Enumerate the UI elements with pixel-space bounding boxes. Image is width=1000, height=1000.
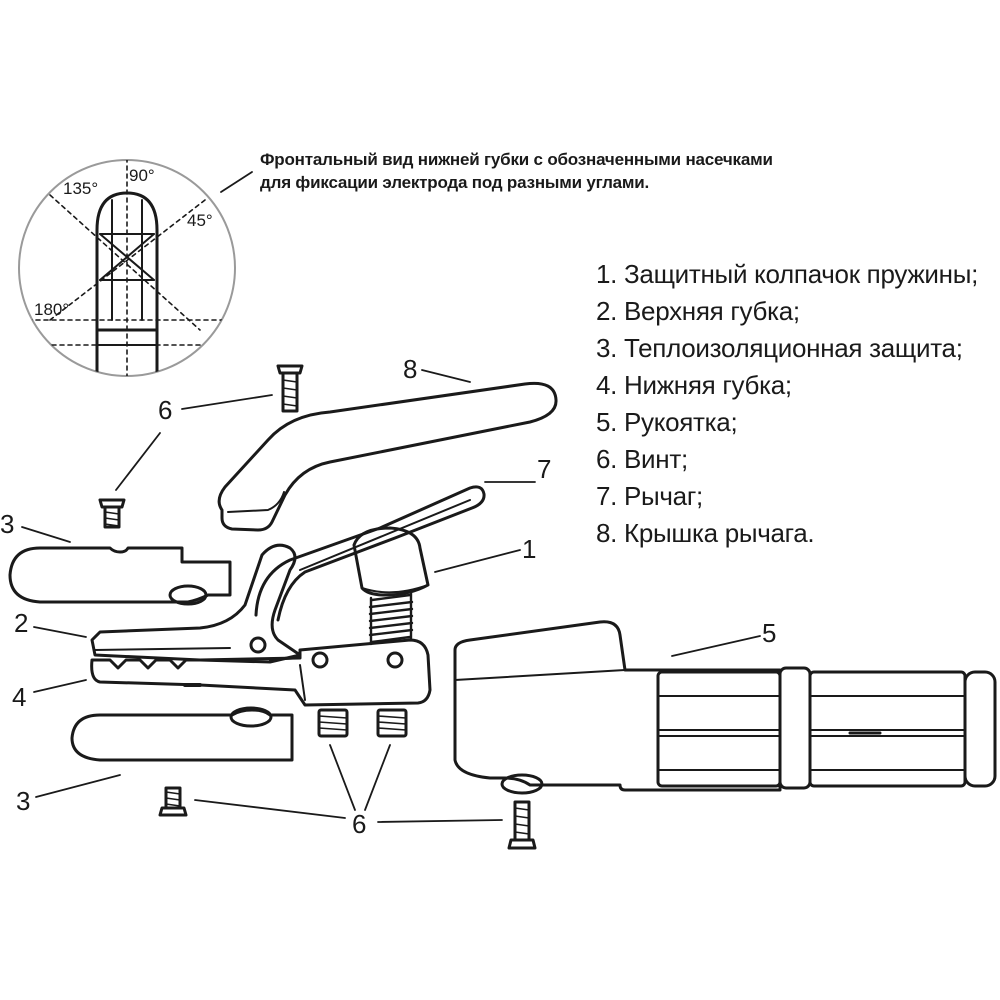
legend-item: 5. Рукоятка;	[596, 407, 738, 437]
screw-lower-insulation	[158, 786, 188, 817]
lever	[254, 485, 486, 622]
caption-line-1: Фронтальный вид нижней губки с обозначен…	[260, 150, 773, 169]
screw-handle	[507, 800, 537, 850]
jaw-detail-caption: Фронтальный вид нижней губки с обозначен…	[260, 148, 773, 194]
callout-1: 1	[522, 534, 536, 564]
screw-upper-insulation	[98, 498, 126, 529]
legend-item: 7. Рычаг;	[596, 481, 703, 511]
callout-3-upper: 3	[0, 509, 14, 539]
leader-lines	[21, 369, 761, 823]
callout-8: 8	[403, 354, 417, 384]
legend-item: 2. Верхняя губка;	[596, 296, 800, 326]
callout-5: 5	[762, 618, 776, 648]
screw-top	[276, 364, 304, 413]
callout-4: 4	[12, 682, 26, 712]
legend-item: 8. Крышка рычага.	[596, 518, 815, 548]
handle	[453, 620, 997, 795]
insulation-upper	[8, 546, 232, 604]
caption-line-2: для фиксации электрода под разными углам…	[260, 173, 650, 192]
legend-item: 1. Защитный колпачок пружины;	[596, 259, 979, 289]
callout-3-lower: 3	[16, 786, 30, 816]
callout-6-bottom: 6	[352, 809, 366, 839]
spring-cap	[352, 526, 430, 646]
legend-item: 4. Нижняя губка;	[596, 370, 792, 400]
callout-6-top: 6	[158, 395, 172, 425]
upper-jaw	[90, 543, 302, 664]
jaw-front-view-detail	[18, 159, 253, 377]
screw-jaw-left	[317, 708, 349, 738]
angle-180-label: 180°	[34, 300, 69, 319]
legend-item: 6. Винт;	[596, 444, 688, 474]
callout-2: 2	[14, 608, 28, 638]
parts-legend: 1. Защитный колпачок пружины; 2. Верхняя…	[596, 256, 978, 552]
lever-cover	[217, 381, 558, 532]
legend-item: 3. Теплоизоляционная защита;	[596, 333, 963, 363]
screw-jaw-right	[376, 708, 408, 738]
lower-jaw	[90, 638, 432, 707]
angle-45-label: 45°	[187, 211, 213, 230]
insulation-lower	[70, 708, 294, 762]
callout-7: 7	[537, 454, 551, 484]
angle-135-label: 135°	[63, 179, 98, 198]
angle-90-label: 90°	[129, 166, 155, 185]
